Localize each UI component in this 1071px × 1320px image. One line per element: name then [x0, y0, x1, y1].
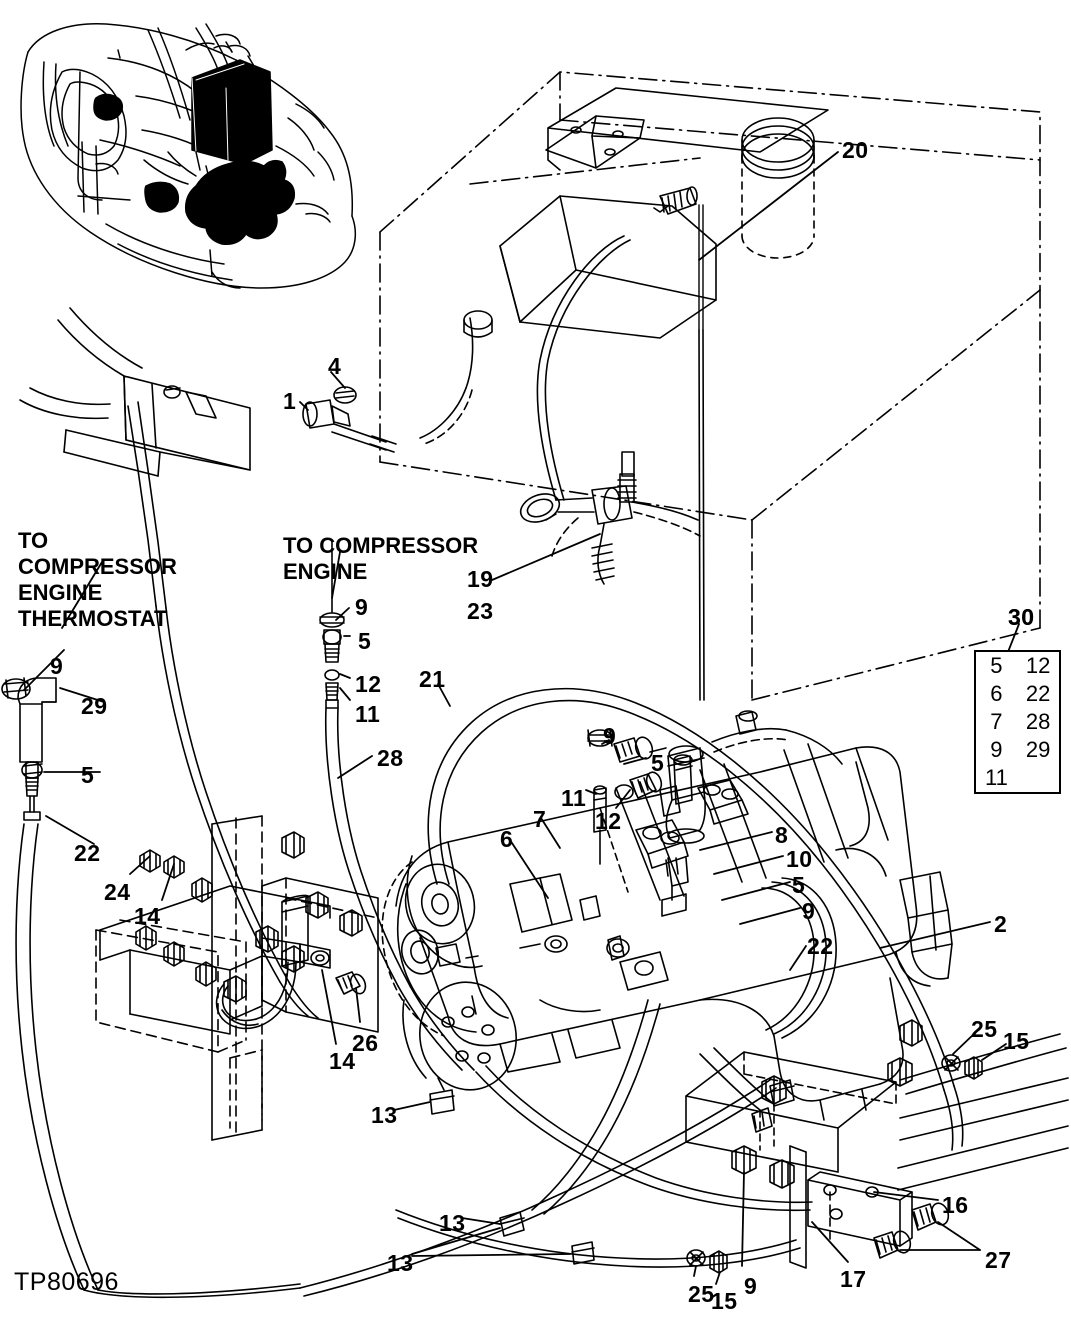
tank-box: [379, 71, 1041, 701]
callout-5: 5: [651, 750, 665, 776]
callout-1: 1: [283, 388, 297, 414]
excavator-inset: [20, 23, 357, 289]
figure-code: TP80696: [14, 1268, 119, 1296]
callout-11: 11: [561, 785, 587, 811]
callout-22: 22: [807, 933, 834, 959]
callout-13: 13: [439, 1210, 466, 1236]
tank-fitting-20: [653, 186, 705, 701]
parts-table-row: 11: [976, 764, 1059, 792]
tank-box-solid: [469, 71, 1041, 339]
left-frame: [19, 307, 319, 1019]
leader-lines: [23, 151, 1020, 1285]
relay-box-right: [215, 831, 379, 1129]
parts-table-row: 7 28: [976, 708, 1059, 736]
parts-table-cell: 12: [1025, 653, 1051, 678]
parts-table-row: 6 22: [976, 680, 1059, 708]
note-left: TO COMPRESSOR ENGINE THERMOSTAT: [18, 528, 177, 631]
parts-table-cell: 9: [990, 737, 1003, 762]
parts-table-cell: [1017, 764, 1059, 792]
callout-10: 10: [786, 846, 813, 872]
callout-14: 14: [329, 1048, 356, 1074]
callout-28: 28: [377, 745, 404, 771]
parts-table-cell: 11: [985, 765, 1008, 790]
callout-6: 6: [500, 826, 514, 852]
callout-29: 29: [81, 693, 108, 719]
callout-9: 9: [355, 594, 369, 620]
engine-assembly: [381, 710, 918, 1121]
filler-cap: [741, 117, 815, 259]
callout-2: 2: [994, 911, 1008, 937]
callout-7: 7: [533, 806, 547, 832]
callout-30: 30: [1008, 604, 1035, 630]
callout-9: 9: [802, 898, 816, 924]
hose-22: [15, 823, 301, 1299]
callout-26: 26: [352, 1030, 379, 1056]
note-mid: TO COMPRESSOR ENGINE: [283, 533, 479, 584]
callout-4: 4: [328, 353, 342, 379]
callout-8: 8: [775, 822, 789, 848]
mount-bracket-right: [685, 1019, 1069, 1274]
parts-table-row: 5 12: [976, 652, 1059, 680]
vertical-post: [211, 815, 263, 1141]
right-misc: [895, 871, 953, 987]
callout-13: 13: [387, 1250, 414, 1276]
callout-9: 9: [603, 723, 617, 749]
fitting-1-4: [302, 386, 397, 453]
elbow-29-assembly: [1, 677, 57, 821]
parts-table-cell: 7: [990, 709, 1003, 734]
callout-17: 17: [840, 1266, 867, 1292]
parts-table-cell: 5: [990, 653, 1003, 678]
valve-cluster-19-23: [519, 451, 701, 585]
callout-22: 22: [74, 840, 101, 866]
callout-20: 20: [842, 137, 869, 163]
parts-reference-grid: 5 12 6 22 7 28 9 29 11: [976, 652, 1059, 792]
callout-5: 5: [358, 628, 372, 654]
callout-15: 15: [1003, 1028, 1030, 1054]
callout-13: 13: [371, 1102, 398, 1128]
callout-24: 24: [104, 879, 131, 905]
parts-table-cell: 6: [990, 681, 1003, 706]
parts-table-cell: 29: [1025, 737, 1051, 762]
callout-9: 9: [50, 653, 64, 679]
parts-table-reference: 30: [1008, 604, 1035, 630]
callout-14: 14: [134, 903, 161, 929]
parts-table-row: 9 29: [976, 736, 1059, 764]
hose-28-assembly: [319, 539, 475, 1071]
tank-mount-pad: [545, 115, 645, 169]
parts-table-cell: 28: [1025, 709, 1051, 734]
callout-11: 11: [355, 701, 381, 727]
callout-15: 15: [711, 1288, 738, 1314]
callout-5: 5: [792, 872, 806, 898]
callout-12: 12: [355, 671, 382, 697]
parts-table-cell: 22: [1025, 681, 1051, 706]
callout-12: 12: [595, 808, 622, 834]
callout-25: 25: [971, 1016, 998, 1042]
lower-hoses: [299, 999, 813, 1297]
callout-23: 23: [467, 598, 494, 624]
callout-5: 5: [81, 762, 95, 788]
parts-reference-table: 5 12 6 22 7 28 9 29 11: [974, 650, 1062, 794]
callout-21: 21: [419, 666, 446, 692]
callout-19: 19: [467, 566, 494, 592]
hose-21: [427, 687, 964, 1151]
callout-27: 27: [985, 1247, 1012, 1273]
tank-hoses: [419, 235, 631, 501]
callout-9: 9: [744, 1273, 758, 1299]
callout-25: 25: [688, 1281, 715, 1307]
callout-16: 16: [942, 1192, 969, 1218]
